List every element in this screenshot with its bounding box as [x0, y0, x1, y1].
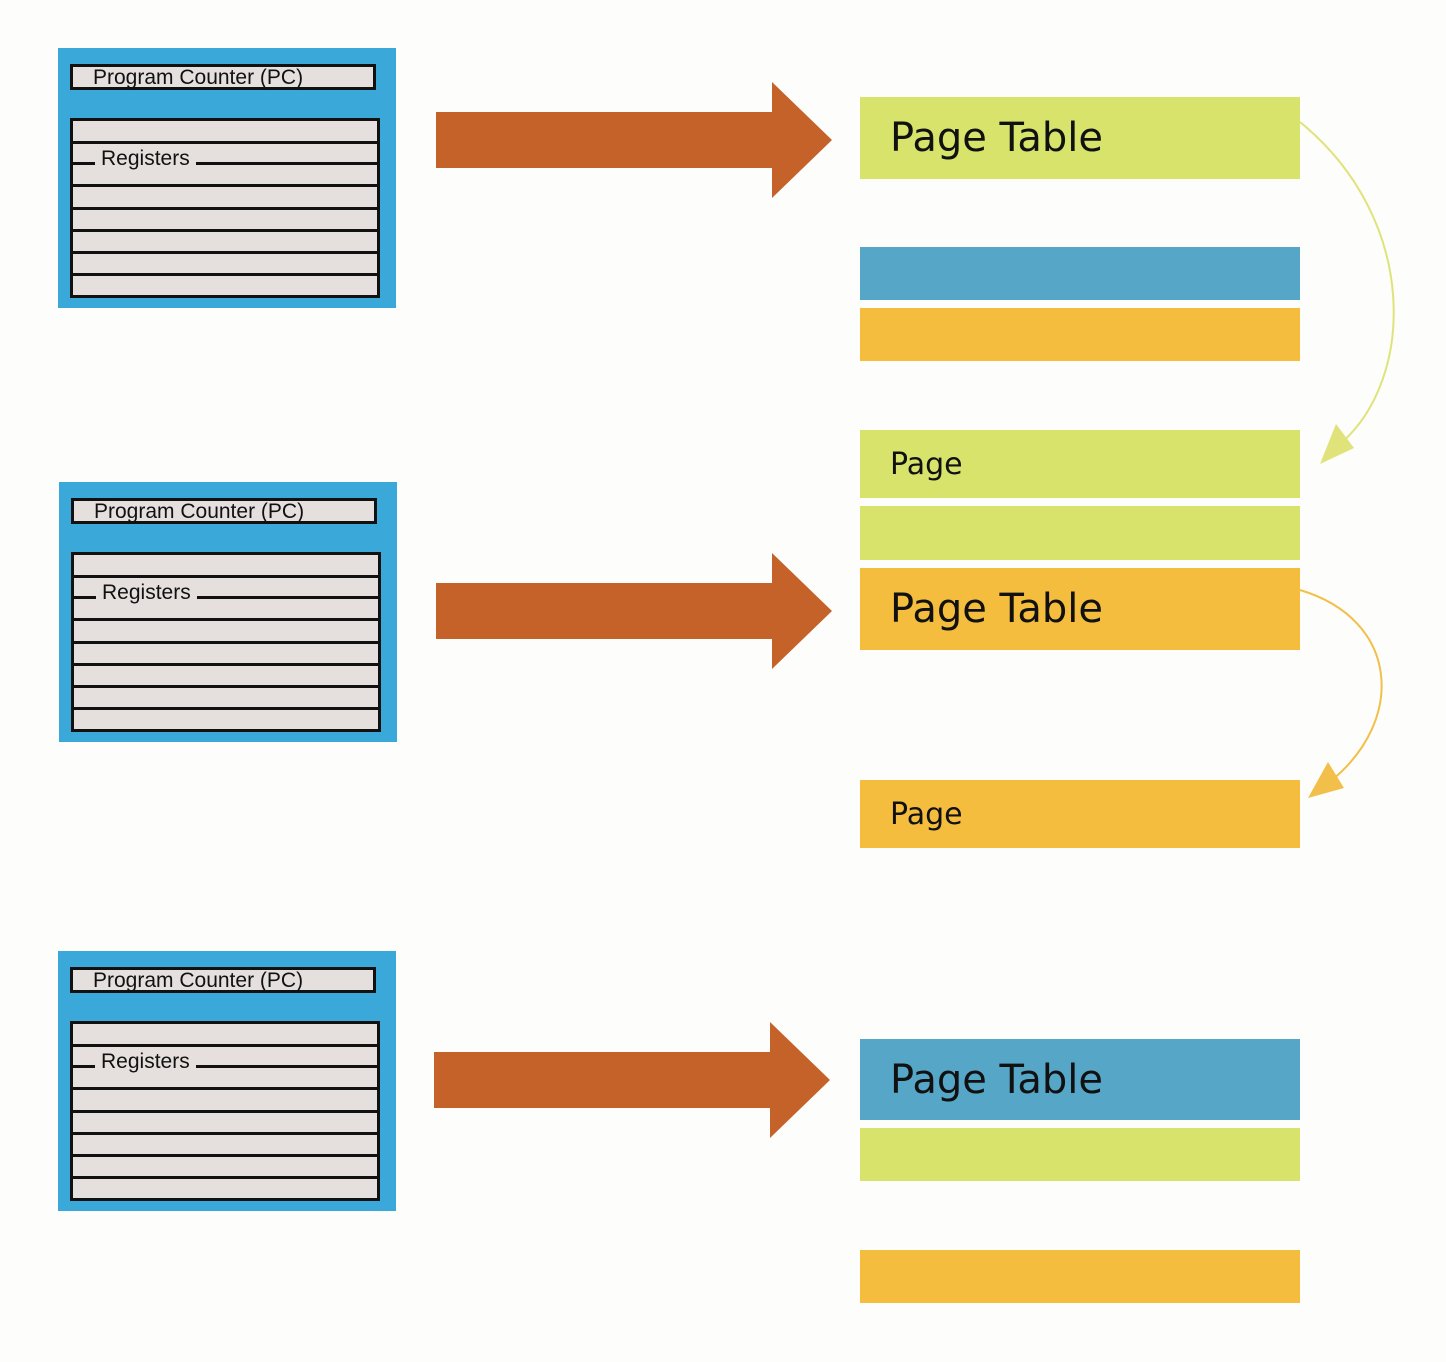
- arrow-process-2-to-page-table: [436, 553, 832, 669]
- program-counter-box: Program Counter (PC): [71, 498, 377, 524]
- process-2-context: Program Counter (PC) Registers: [59, 482, 397, 742]
- page-1-label: Page: [890, 446, 963, 482]
- registers-label: Registers: [96, 581, 197, 605]
- memory-block-green-2: [860, 1128, 1300, 1181]
- program-counter-box: Program Counter (PC): [70, 64, 376, 90]
- process-3-context: Program Counter (PC) Registers: [58, 951, 396, 1211]
- registers-block: Registers: [70, 118, 380, 298]
- page-table-1: Page Table: [860, 97, 1300, 179]
- connector-orange-arrowhead: [1308, 762, 1344, 798]
- program-counter-box: Program Counter (PC): [70, 967, 376, 993]
- connector-orange: [1299, 589, 1383, 781]
- memory-block-green: [860, 506, 1300, 560]
- page-2-label: Page: [890, 796, 963, 832]
- page-1: Page: [860, 430, 1300, 498]
- memory-block-orange: [860, 308, 1300, 361]
- page-2: Page: [860, 780, 1300, 848]
- process-1-context: Program Counter (PC) Registers: [58, 48, 396, 308]
- connector-green: [1299, 121, 1395, 445]
- page-table-2-label: Page Table: [890, 586, 1103, 632]
- arrow-process-1-to-page-table: [436, 82, 832, 198]
- registers-block: Registers: [71, 552, 381, 732]
- registers-label: Registers: [95, 1050, 196, 1074]
- registers-block: Registers: [70, 1021, 380, 1201]
- registers-label: Registers: [95, 147, 196, 171]
- arrow-process-3-to-page-table: [434, 1022, 830, 1138]
- memory-block-blue: [860, 247, 1300, 300]
- memory-block-orange-2: [860, 1250, 1300, 1303]
- page-table-2: Page Table: [860, 568, 1300, 650]
- page-table-3: Page Table: [860, 1039, 1300, 1120]
- page-table-1-label: Page Table: [890, 115, 1103, 161]
- page-table-3-label: Page Table: [890, 1056, 1103, 1103]
- connector-green-arrowhead: [1320, 424, 1354, 464]
